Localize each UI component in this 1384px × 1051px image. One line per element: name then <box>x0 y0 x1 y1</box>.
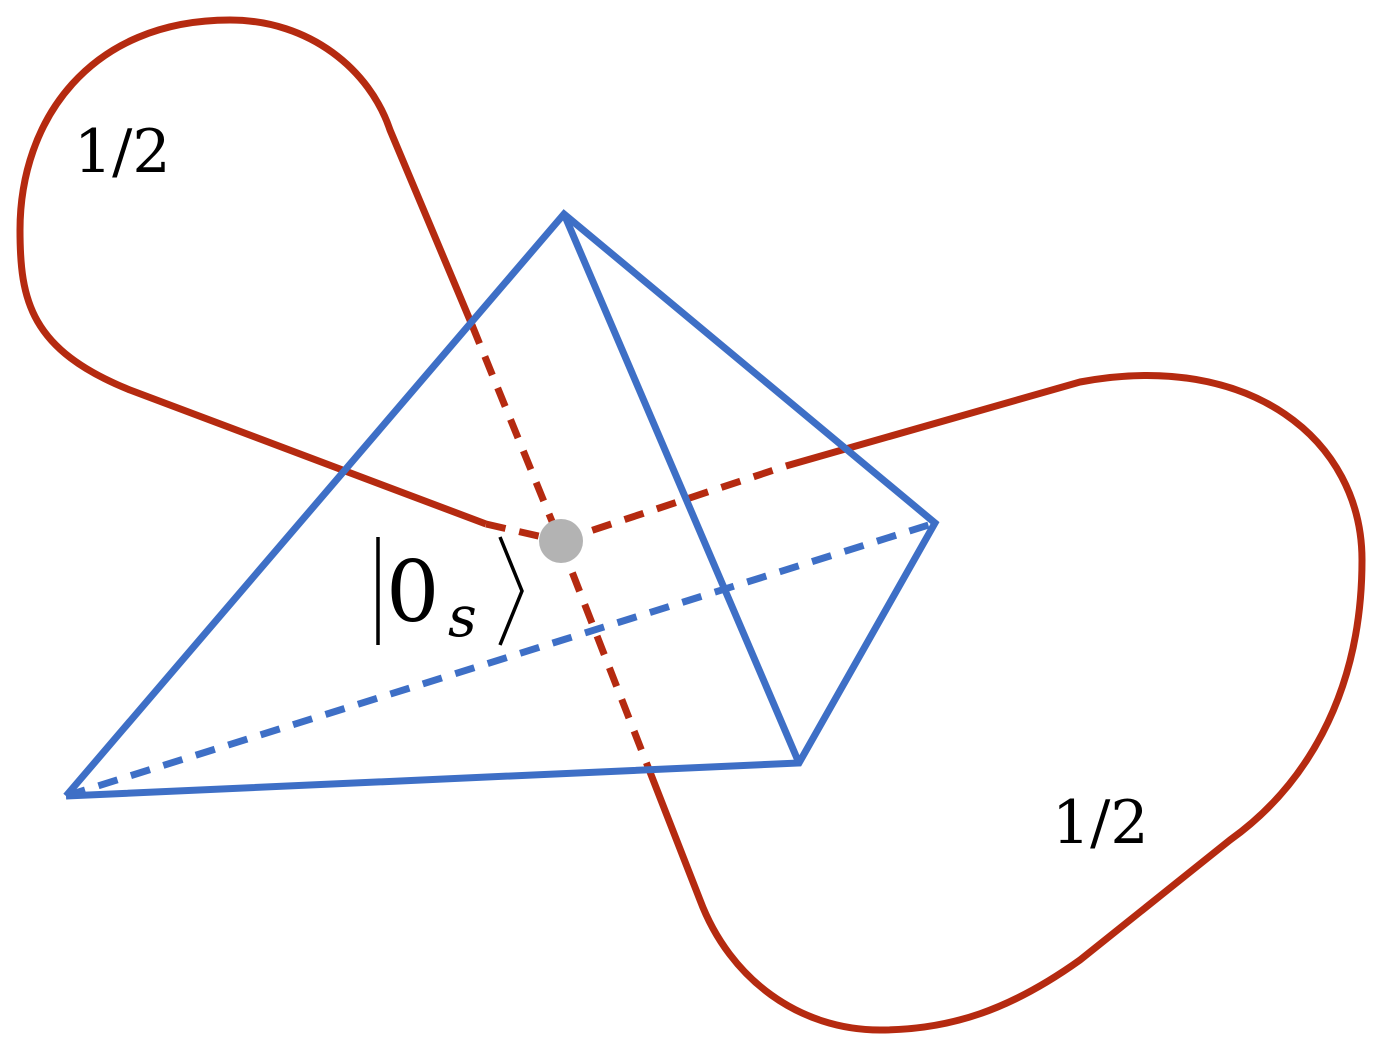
ket-right-angle <box>498 536 524 646</box>
curve-dashed-segment-left <box>485 520 561 545</box>
state-point <box>539 519 583 563</box>
weight-label-top-left: 1/2 <box>74 117 171 187</box>
curve-dashed-segment-right <box>558 462 788 545</box>
ket-symbol: 0 <box>386 543 439 641</box>
curve-right-lobe <box>646 371 1366 1034</box>
curve-dashed-segment-upper <box>468 323 564 543</box>
weight-label-bottom-right: 1/2 <box>1052 788 1149 858</box>
curve-dashed-segment-lower <box>556 539 654 774</box>
tetrahedron-front-edge <box>560 212 803 765</box>
ket-subscript: s <box>448 585 477 650</box>
curve-left-lobe <box>16 16 488 528</box>
tetrahedron-outline <box>63 209 940 800</box>
tetrahedron-hidden-edge <box>64 519 937 800</box>
state-ket-label: 0 s <box>376 536 524 650</box>
